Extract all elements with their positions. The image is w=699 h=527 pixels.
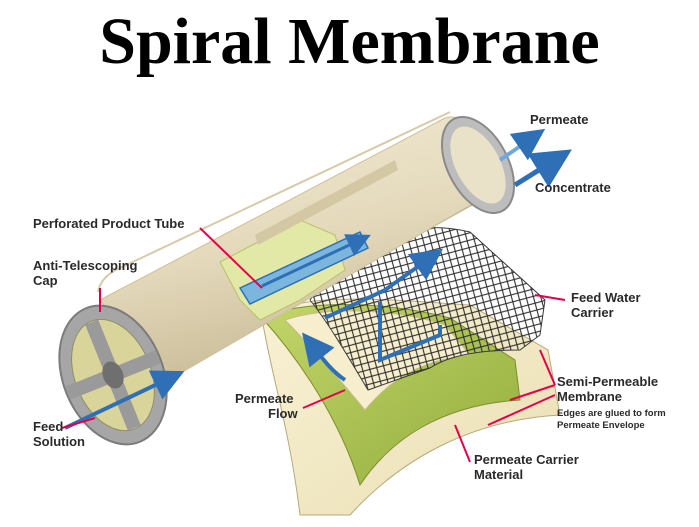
product-tube-flow-arrow (261, 234, 371, 288)
tube-slot (255, 160, 398, 245)
label-permeate-carrier-material: Material (474, 467, 523, 482)
note-permeate-envelope: Permeate Envelope (557, 420, 645, 431)
permeate-out-arrow (498, 128, 546, 162)
label-permeate: Permeate (530, 112, 589, 127)
leader-perforated-tube (199, 227, 263, 289)
concentrate-out-arrow (513, 149, 572, 188)
label-semi-permeable: Semi-Permeable (557, 374, 658, 389)
page-title: Spiral Membrane (99, 5, 600, 78)
leader-feed-water (534, 294, 566, 301)
label-feed-solution-2: Solution (33, 434, 85, 449)
concentrate-flow-arrow-mesh (378, 302, 442, 363)
leader-feed-solution (61, 417, 96, 429)
label-permeate-flow-2: Flow (268, 406, 298, 421)
feed-flow-arrow-mesh (324, 248, 444, 320)
label-anti-telescoping: Anti-Telescoping (33, 258, 138, 273)
leader-permeate-flow (302, 389, 346, 409)
label-feed-water-carrier: Carrier (571, 305, 614, 320)
label-semi-permeable-membrane: Membrane (557, 389, 622, 404)
cap-hub (102, 361, 124, 389)
label-perforated-product-tube: Perforated Product Tube (33, 216, 184, 231)
label-feed-solution: Feed (33, 419, 63, 434)
label-concentrate: Concentrate (535, 180, 611, 195)
right-end-cap-face (450, 126, 506, 204)
feed-solution-arrow (64, 370, 185, 430)
permeate-flow-arrow (302, 332, 347, 382)
tube-top-edge (97, 111, 451, 293)
label-permeate-flow: Permeate (235, 391, 294, 406)
label-feed-water: Feed Water (571, 290, 641, 305)
label-anti-telescoping-cap: Cap (33, 273, 58, 288)
label-permeate-carrier: Permeate Carrier (474, 452, 579, 467)
note-edges-glued: Edges are glued to form (557, 408, 666, 419)
leader-permeate-carrier (454, 424, 471, 463)
leader-semi-permeable (487, 349, 556, 426)
